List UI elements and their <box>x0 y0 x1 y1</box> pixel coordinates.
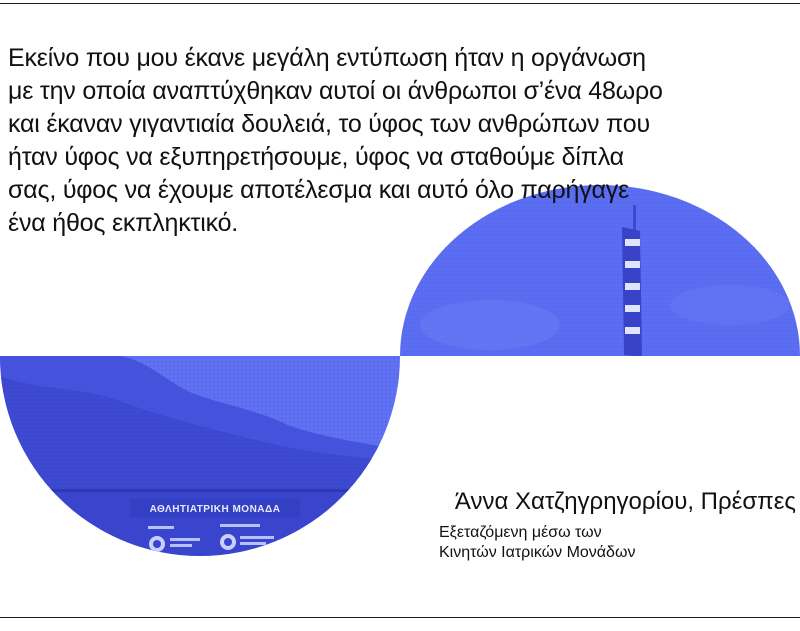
author-subtitle-line: Κινητών Ιατρικών Μονάδων <box>439 544 636 561</box>
bottom-rule <box>0 617 800 618</box>
quote-line: σας, ύφος να έχουμε αποτέλεσμα και αυτό … <box>8 176 630 204</box>
quote-line: με την οποία αναπτύχθηκαν αυτοί οι άνθρω… <box>8 77 663 105</box>
quote-line: ήταν ύφος να εξυπηρετήσουμε, ύφος να στα… <box>8 143 624 171</box>
author-subtitle: Εξεταζόμενη μέσω των Κινητών Ιατρικών Μο… <box>439 523 635 563</box>
quote-line: και έκαναν γιγαντιαία δουλειά, το ύφος τ… <box>8 110 650 138</box>
author-subtitle-line: Εξεταζόμενη μέσω των <box>439 524 602 541</box>
testimonial-quote: Εκείνο που μου έκανε μεγάλη εντύπωση ήτα… <box>8 42 800 240</box>
quote-line: Εκείνο που μου έκανε μεγάλη εντύπωση ήτα… <box>8 44 646 72</box>
author-name: Άννα Χατζηγρηγορίου, Πρέσπες <box>454 488 796 515</box>
mobile-medical-unit-photo: ΑΘΛΗΤΙΑΤΡΙΚΗ ΜΟΝΑΔΑ <box>0 356 400 556</box>
medical-unit-photo-half-circle: ΑΘΛΗΤΙΑΤΡΙΚΗ ΜΟΝΑΔΑ <box>0 356 400 556</box>
quote-line: ένα ήθος εκπληκτικό. <box>8 209 239 237</box>
flag-photo-half-circle <box>400 185 800 356</box>
top-rule <box>0 3 800 4</box>
greek-flag-photo <box>400 185 800 356</box>
medical-unit-sign-text: ΑΘΛΗΤΙΑΤΡΙΚΗ ΜΟΝΑΔΑ <box>150 504 281 515</box>
